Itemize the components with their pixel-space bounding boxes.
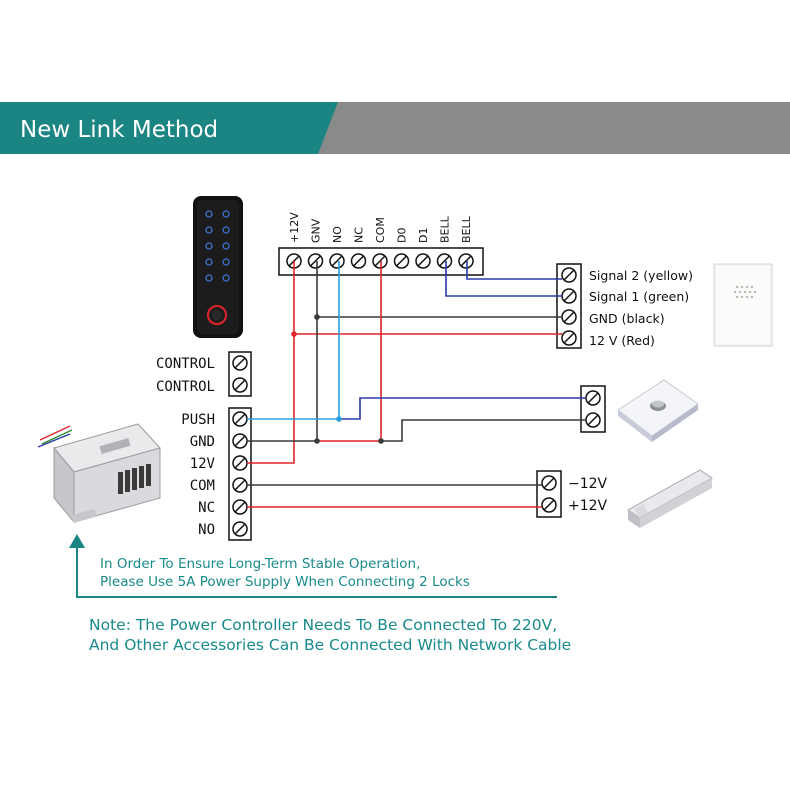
doorbell-gnd-label: GND (black) [589,311,665,326]
controller-screw [232,433,248,449]
reader-screw [372,253,388,269]
junction-dot [314,438,320,444]
stability-note-line2: Please Use 5A Power Supply When Connecti… [100,574,470,590]
doorbell-screw [561,267,577,283]
exit-screw [585,390,601,406]
power-note-line2: And Other Accessories Can Be Connected W… [89,636,571,654]
doorbell-screw [561,288,577,304]
page-title: New Link Method [20,117,218,143]
lock-screw [541,497,557,513]
stability-note-line1: In Order To Ensure Long-Term Stable Oper… [100,556,420,572]
reader-terminal-label: D0 [396,228,409,243]
header-teal-band [0,102,338,154]
reader-terminal-label: D1 [417,228,430,243]
exit-button-icon [617,379,699,442]
wire-junctions [291,314,384,444]
wire-exit-push [339,397,586,420]
reader-screw [329,253,345,269]
exit-button-terminal-block [580,385,606,433]
gnd-label: GND [190,434,215,450]
exit-screw [585,412,601,428]
nc-label: NC [198,500,215,516]
lock-terminal-block: −12V +12V [536,470,608,518]
junction-dot [378,438,384,444]
doorbell-screw [561,330,577,346]
power-supply-icon [37,423,161,524]
keypad-reader-icon [193,196,243,338]
controller-screw [232,411,248,427]
wire-reader-com [317,261,382,442]
wire-exit-gnd [381,419,586,442]
reader-screw [393,253,410,269]
reader-terminal-label: COM [374,217,387,243]
reader-screw [350,253,367,269]
reader-terminal-label: GNV [310,218,323,243]
junction-dot [336,416,342,422]
control-terminal-block: CONTROL CONTROL [156,351,252,397]
reader-terminal-label: BELL [460,215,473,243]
com-label: COM [190,478,215,494]
wire-bell-signal2 [466,261,562,280]
no-label: NO [198,522,215,538]
wire-reader-gnd [247,317,318,442]
controller-screw [232,477,248,493]
supply-note-arrow [69,534,557,598]
signal1-label: Signal 1 (green) [589,289,689,304]
wire-reader-12v [247,334,295,464]
junction-dot [291,331,297,337]
lock-minus-label: −12V [568,476,608,492]
lock-screw [541,475,557,491]
controller-screw [232,455,248,471]
wire-reader-no [247,261,340,420]
header-gray-band [316,102,790,154]
reader-screw [458,253,474,269]
lock-plus-label: +12V [568,498,608,514]
magnetic-lock-icon [627,469,713,528]
doorbell-terminal-block: Signal 2 (yellow) Signal 1 (green) GND (… [556,263,693,349]
wires [247,261,586,508]
reader-screw [436,253,453,269]
reader-terminal-label: BELL [439,215,452,243]
doorbell-icon [713,263,773,347]
doorbell-12v-label: 12 V (Red) [589,333,655,348]
reader-terminal-label: NO [331,226,344,243]
control-label-2: CONTROL [156,379,215,395]
doorbell-screw [561,309,577,325]
controller-screw [232,521,248,537]
control-screw [232,377,248,393]
header-banner: New Link Method [0,102,790,154]
controller-screw [232,499,248,515]
reader-screw [307,253,324,269]
12v-label: 12V [190,456,216,472]
reader-terminal-label: +12V [288,212,301,243]
push-label: PUSH [181,412,215,428]
reader-terminal-label: NC [353,227,366,243]
control-label-1: CONTROL [156,356,215,372]
reader-screw [415,253,431,269]
junction-dot [314,314,320,320]
controller-terminal-block: PUSH GND 12V COM NC NO [181,407,252,541]
control-screw [232,355,248,371]
power-note-line1: Note: The Power Controller Needs To Be C… [89,616,557,634]
wire-bell-signal1 [445,261,562,297]
signal2-label: Signal 2 (yellow) [589,268,693,283]
